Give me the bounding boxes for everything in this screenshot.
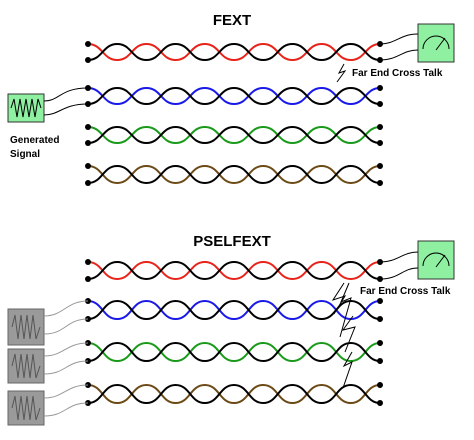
twisted-pair-2 [85,298,383,322]
colored-wire [87,86,381,106]
black-wire [87,125,381,145]
colored-wire [87,341,381,363]
generated-signal-label: Generated [10,135,59,146]
meter-leads [379,33,419,61]
twisted-pair-1 [85,41,383,63]
wire-terminal [377,180,383,186]
wire-terminal [377,382,383,388]
pselfext-cable-pairs [85,259,383,406]
wire-terminal [377,163,383,169]
twisted-pair-3 [85,340,383,364]
wire-terminal [85,259,91,265]
wire-terminal [85,57,91,63]
pselfext-section: Far End Cross Talk [7,240,455,426]
wire-terminal [377,124,383,130]
black-wire [87,341,381,363]
generator-leads [43,87,89,116]
generator-leads [43,300,89,417]
wire-terminal [85,140,91,146]
colored-wire [87,125,381,145]
far-end-crosstalk-label: Far End Cross Talk [352,68,443,79]
far-end-crosstalk-label: Far End Cross Talk [360,286,451,297]
twisted-pair-2 [85,85,383,107]
wire-terminal [377,85,383,91]
black-wire [87,86,381,106]
fext-section: Generated Signal Far End Cross Talk [7,23,455,186]
wire-terminal [377,358,383,364]
wire-terminal [377,298,383,304]
colored-wire [87,164,381,185]
colored-wire [87,42,381,62]
wire-terminal [377,400,383,406]
crosstalk-meter-icon [417,240,455,280]
black-wire [87,383,381,405]
fext-title: FEXT [213,12,251,29]
wire-terminal [85,124,91,130]
signal-generator-icon [7,308,45,346]
signal-generator-icon [7,93,45,123]
lightning-bolt-icon [331,282,356,389]
generated-signal-label-2: Signal [10,149,40,160]
twisted-pair-4 [85,163,383,186]
twisted-pair-3 [85,124,383,146]
black-wire [87,42,381,62]
wire-terminal [377,140,383,146]
wire-terminal [377,340,383,346]
colored-wire [87,260,381,281]
signal-generator-icon [7,348,45,384]
twisted-pair-1 [85,259,383,282]
wire-terminal [85,41,91,47]
colored-wire [87,299,381,321]
twisted-pair-4 [85,382,383,406]
black-wire [87,164,381,185]
wire-terminal [377,101,383,107]
fext-cable-pairs [85,41,383,186]
wire-terminal [85,163,91,169]
lightning-bolt-icon [336,63,347,83]
black-wire [87,299,381,321]
pselfext-title: PSELFEXT [193,233,271,250]
colored-wire [87,383,381,405]
crosstalk-meter-icon [417,23,455,63]
wire-terminal [85,276,91,282]
wire-terminal [377,316,383,322]
wire-terminal [85,180,91,186]
meter-leads [379,251,419,280]
signal-generator-icon [7,390,45,426]
black-wire [87,260,381,281]
